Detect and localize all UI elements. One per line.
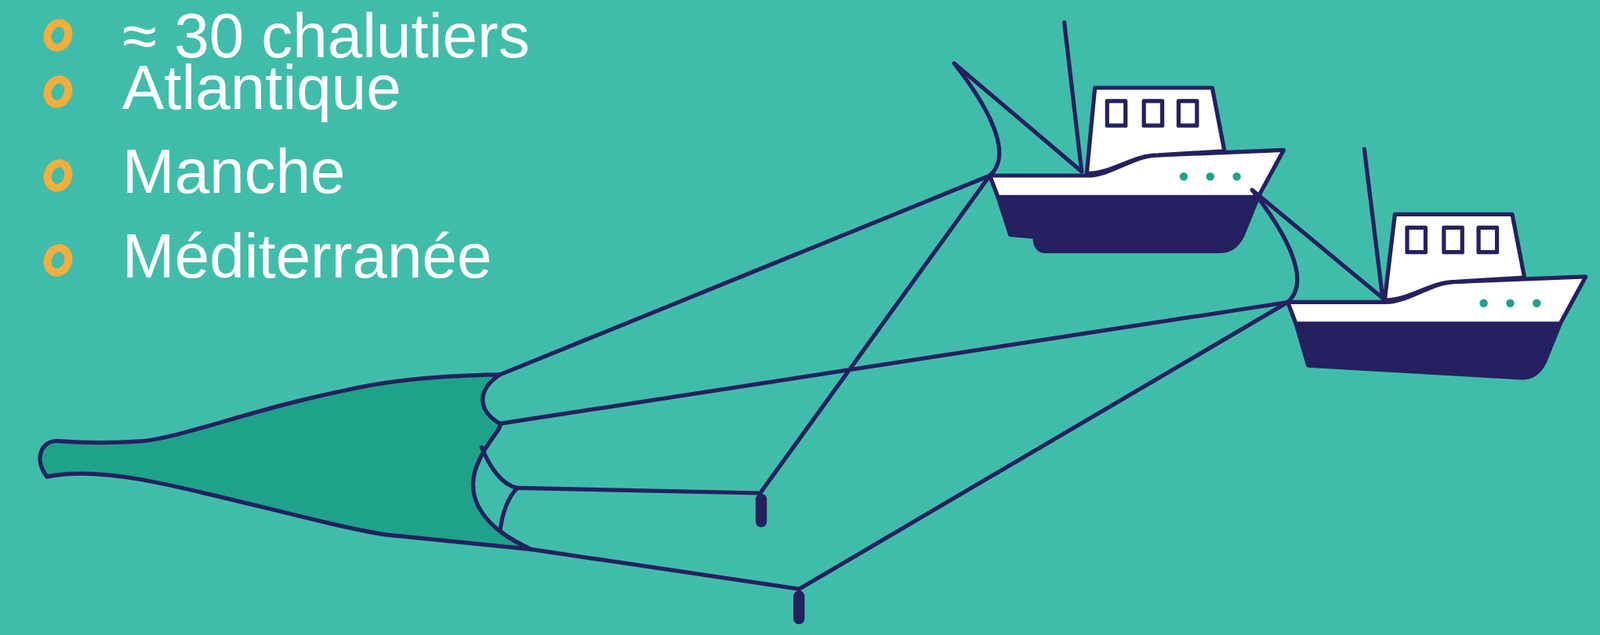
bullet <box>43 245 72 276</box>
warp-line <box>500 301 1288 424</box>
bullet <box>43 160 72 192</box>
list-item: Atlantique <box>122 56 402 120</box>
list-item: Manche <box>122 140 346 204</box>
warp-line <box>517 175 991 494</box>
bullet <box>43 76 72 108</box>
weight <box>755 499 767 523</box>
trawler-boat <box>1251 148 1586 378</box>
bullet <box>43 20 72 51</box>
list-item: Méditerranée <box>122 224 492 288</box>
net-mouth <box>481 446 530 549</box>
trawler-boat <box>954 22 1284 252</box>
warp-line <box>530 301 1288 589</box>
weight <box>793 596 805 620</box>
trawl-net <box>39 374 531 550</box>
